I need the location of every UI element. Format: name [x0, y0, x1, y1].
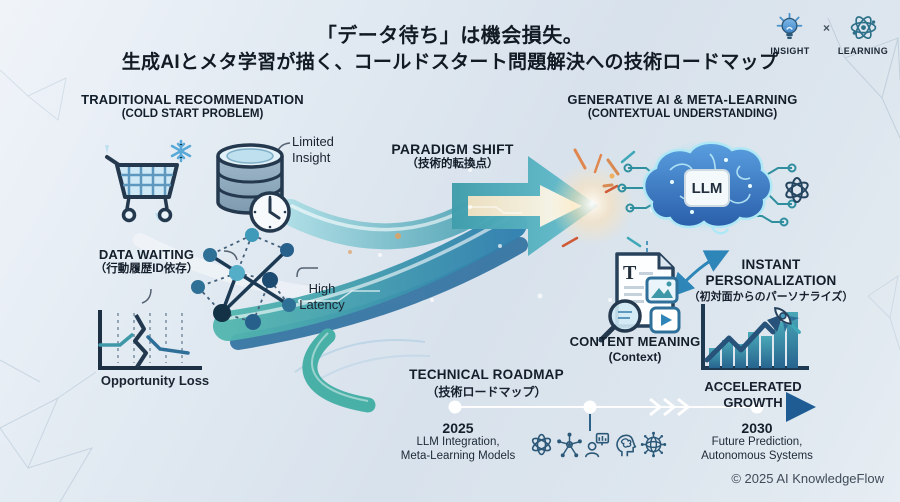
cognitive-head-icon: [616, 434, 637, 457]
insight-badge: INSIGHT: [763, 12, 817, 56]
break-zigzag: [133, 314, 148, 369]
timeline-dot-mid: [583, 400, 597, 414]
generative-subtitle: (CONTEXTUAL UNDERSTANDING): [587, 107, 778, 120]
accent-dot: [348, 250, 352, 254]
sparkle-dots: [378, 168, 654, 302]
left-sparkles: [602, 158, 620, 188]
generative-title: GENERATIVE AI & META-LEARNING: [567, 92, 798, 107]
paradigm-title: PARADIGM SHIFT: [391, 141, 514, 157]
technical-roadmap-title: TECHNICAL ROADMAP: [409, 367, 564, 382]
timeline-dot-2025: [448, 400, 462, 414]
high-latency-label: High Latency: [299, 281, 345, 312]
broken-chart-icon: [98, 310, 202, 370]
generative-heading: GENERATIVE AI & META-LEARNING (CONTEXTUA…: [555, 92, 810, 121]
timeline-chevrons: [649, 397, 691, 417]
paradigm-subtitle: （技術的転換点）: [406, 157, 499, 170]
context-personalization-arrow: [669, 250, 730, 298]
openai-swirl-icon: [785, 177, 809, 203]
timeline-dot-2030: [750, 400, 764, 414]
magnifier-icon: [598, 299, 642, 343]
sparse-network-icon: [191, 228, 296, 330]
milestone-2030-desc2: Autonomous Systems: [701, 449, 813, 462]
accent-dot: [395, 233, 401, 239]
multiply-symbol: ×: [822, 21, 830, 35]
milestone-2025-desc2: Meta-Learning Models: [400, 449, 516, 462]
technical-roadmap-heading: TECHNICAL ROADMAP: [399, 367, 574, 383]
data-waiting-title: DATA WAITING: [98, 247, 195, 262]
traditional-title: TRADITIONAL RECOMMENDATION: [81, 92, 304, 107]
copyright-notice: © 2025 AI KnowledgeFlow: [731, 471, 884, 486]
timeline-arrowhead: [786, 392, 816, 422]
instant-personalization-title: INSTANT PERSONALIZATION: [705, 257, 837, 289]
milestone-2025-year: 2025: [442, 420, 474, 436]
database-clock-icon: [216, 143, 291, 233]
milestone-2025: 2025 LLM Integration, Meta-Learning Mode…: [393, 420, 523, 463]
learning-badge: LEARNING: [836, 12, 890, 56]
content-meaning-title: CONTENT MEANING: [569, 334, 701, 349]
rocket-icon: [774, 307, 801, 334]
doc-letter: T: [623, 262, 637, 284]
main-title-line2: 生成AIとメタ学習が描く、コールドスタート問題解決への技術ロードマップ: [121, 52, 779, 73]
instant-personalization-heading: INSTANT PERSONALIZATION: [681, 257, 861, 289]
image-thumbnail-icon: [645, 276, 679, 304]
content-document-icon: T: [598, 252, 681, 343]
opportunity-loss-label: Opportunity Loss: [100, 373, 210, 388]
data-stream-ribbon-upper: [277, 195, 493, 250]
data-stream-ribbon-lower: [213, 209, 528, 350]
llm-chip: [684, 169, 730, 207]
traditional-subtitle: (COLD START PROBLEM): [121, 107, 264, 120]
brand-badge: INSIGHT × LEARNING: [763, 12, 890, 56]
lightbulb-icon: [777, 12, 803, 40]
traditional-section-heading: TRADITIONAL RECOMMENDATION (COLD START P…: [60, 92, 325, 121]
snowflake-icon: [170, 139, 192, 163]
roadmap-ribbon: [302, 328, 376, 413]
milestone-2025-desc1: LLM Integration,: [416, 436, 500, 448]
milestone-2030: 2030 Future Prediction, Autonomous Syste…: [692, 420, 822, 463]
milestone-2030-year: 2030: [741, 420, 773, 436]
learning-label: LEARNING: [837, 46, 889, 56]
instant-personalization-subtitle: （初対面からのパーソナライズ）: [688, 291, 854, 303]
technical-roadmap-subtitle: （技術ロードマップ）: [426, 385, 547, 399]
insight-label: INSIGHT: [770, 46, 810, 56]
spark-burst: [550, 148, 642, 248]
roadmap-icons-row: [528, 429, 667, 460]
data-waiting-heading: DATA WAITING （行動履歴ID依存）: [74, 247, 219, 276]
growth-arrow: [704, 321, 776, 363]
main-title-line1: 「データ待ち」は機会損失。: [316, 25, 584, 47]
milestone-2030-desc1: Future Prediction,: [711, 436, 803, 448]
llm-brain-icon: LLM: [602, 140, 809, 235]
video-play-icon: [649, 306, 681, 334]
limited-insight-label: Limited Insight: [292, 134, 334, 165]
data-waiting-subtitle: （行動履歴ID依存）: [94, 262, 199, 275]
network-nodes-icon: [557, 432, 582, 458]
global-network-icon: [640, 431, 667, 458]
paradigm-shift-heading: PARADIGM SHIFT （技術的転換点）: [370, 141, 535, 172]
frozen-cart-icon: [105, 139, 192, 223]
clock-icon: [249, 191, 291, 233]
genai-swirl-icon: [531, 433, 552, 456]
accelerated-growth-label: ACCELERATED GROWTH: [704, 379, 802, 410]
llm-chip-label: LLM: [692, 180, 723, 197]
analyst-presentation-icon: [584, 432, 610, 458]
content-meaning-subtitle: (Context): [608, 350, 662, 364]
roadmap-timeline: [365, 392, 816, 431]
growth-chart-icon: [701, 304, 809, 370]
atom-icon: [850, 16, 876, 40]
